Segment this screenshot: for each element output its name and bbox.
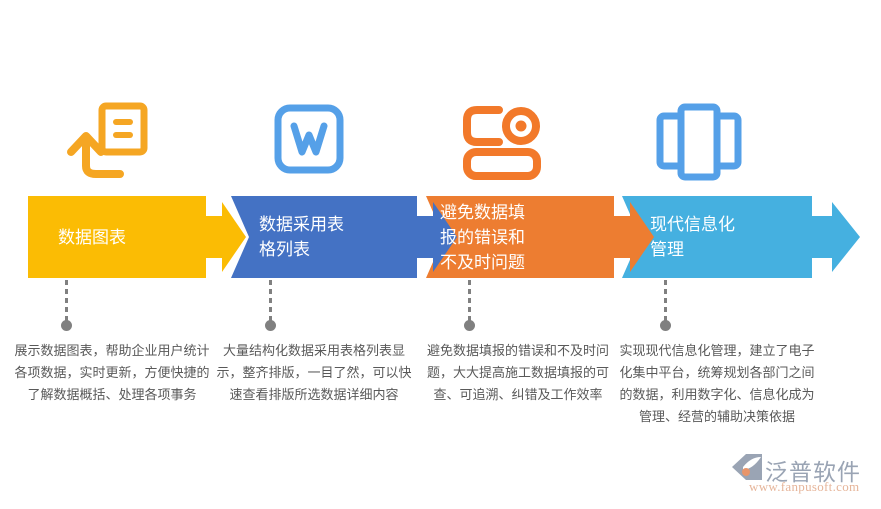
connector-line-4 [664, 280, 667, 324]
step-1-description: 展示数据图表，帮助企业用户统计各项数据，实时更新，方便快捷的了解数据概括、处理各… [14, 343, 210, 402]
data-record-icon [453, 102, 563, 182]
carousel-panels-icon [648, 102, 758, 182]
step-3-arrowhead [608, 202, 654, 272]
step-3-body [426, 196, 614, 278]
step-1-arrowhead [200, 202, 246, 272]
step-4-label: 现代信息化 管理 [650, 215, 735, 259]
connector-dot-4 [660, 320, 671, 331]
connector-dot-3 [464, 320, 475, 331]
step-4-arrowhead [806, 202, 860, 272]
step-3-description: 避免数据填报的错误和不及时问题，大大提高施工数据填报的可查、可追溯、纠错及工作效… [426, 343, 609, 402]
watermark-url: www.fanpusoft.com [749, 479, 860, 494]
process-step-4[interactable]: 现代信息化 管理 [622, 196, 860, 278]
step-2-arrowhead [411, 202, 457, 272]
upload-document-icon [58, 102, 168, 182]
connector-dot-2 [265, 320, 276, 331]
connector-line-3 [468, 280, 471, 324]
fanpu-logo-icon [732, 454, 762, 480]
process-step-2[interactable]: 数据采用表 格列表 [231, 196, 457, 278]
step-4-description: 实现现代信息化管理，建立了电子化集中平台，统筹规划各部门之间的数据，利用数字化、… [619, 343, 815, 424]
fanpu-watermark: 泛普软件 www.fanpusoft.com [727, 451, 867, 499]
connector-line-2 [269, 280, 272, 324]
step-4-body [622, 196, 812, 278]
step-2-label: 数据采用表 格列表 [259, 215, 344, 259]
word-document-icon [258, 102, 368, 182]
step-3-label: 避免数据填 报的错误和 不及时问题 [440, 202, 525, 272]
connector-line-1 [65, 280, 68, 324]
step-1-label: 数据图表 [58, 227, 126, 247]
step-2-description: 大量结构化数据采用表格列表显示，整齐排版，一目了然，可以快速查看排版所选数据详细… [216, 343, 412, 402]
step-2-body [231, 196, 417, 278]
step-1-body [28, 196, 206, 278]
connector-dot-1 [61, 320, 72, 331]
process-step-1[interactable]: 数据图表 [28, 196, 248, 278]
process-step-3[interactable]: 避免数据填 报的错误和 不及时问题 [426, 196, 654, 278]
watermark-brand: 泛普软件 [765, 459, 861, 485]
